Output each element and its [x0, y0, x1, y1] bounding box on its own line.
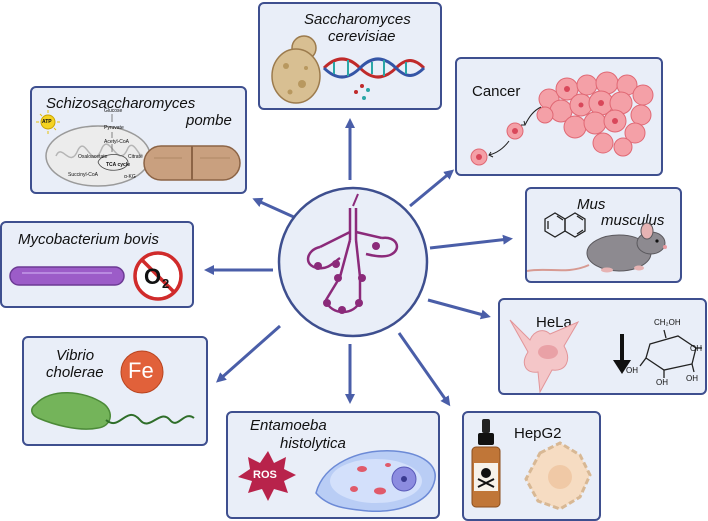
toxin-bottle-icon — [471, 419, 501, 508]
schizo-title-line2: pombe — [186, 112, 232, 129]
tca-akg: α-KG — [124, 174, 136, 180]
tca-oxaloacetate: Oxaloacetate — [78, 154, 108, 160]
dna-helix-icon — [322, 57, 426, 100]
vibrio-illustration — [31, 350, 195, 430]
cancer-cells-illustration — [470, 71, 654, 166]
myco-title: Mycobacterium bovis — [18, 231, 159, 248]
tca-cycle: TCA cycle — [106, 162, 130, 168]
saccharomyces-title-line1: Saccharomyces — [304, 11, 411, 28]
vibrio-title-line2: cholerae — [46, 364, 104, 381]
hepg2-illustration — [471, 419, 592, 511]
mus-title-line1: Mus — [577, 196, 606, 213]
o2-symbol: O — [144, 264, 162, 289]
panel-cancer: Cancer — [455, 57, 663, 176]
tca-succinyl: Succinyl-CoA — [68, 172, 99, 178]
arrow-to-vibrio — [216, 324, 281, 383]
panel-hela: HeLa CH₂OH OH OH OH OH — [498, 298, 707, 395]
vibrio-bacterium-icon — [31, 392, 111, 430]
hela-title: HeLa — [536, 314, 572, 331]
panel-vibrio: Vibrio cholerae Fe — [22, 336, 208, 446]
glucose-oh-4: OH — [690, 344, 702, 353]
panel-saccharomyces: Saccharomyces cerevisiae — [258, 2, 442, 110]
entamoeba-illustration — [238, 450, 436, 512]
tca-acetyl: Acetyl-CoA — [104, 139, 130, 145]
panel-myco: Mycobacterium bovis O 2 — [0, 221, 194, 308]
tca-citrate: Citrate — [128, 154, 143, 160]
atp-label: ATP — [42, 119, 52, 125]
yeast-cell — [271, 48, 321, 104]
ros-starburst-icon — [238, 451, 296, 501]
arrow-to-mus — [429, 234, 513, 250]
iron-icon — [120, 350, 164, 394]
o2-subscript: 2 — [162, 276, 170, 291]
yeast-illustration — [271, 35, 321, 104]
hepg2-title: HepG2 — [514, 425, 562, 442]
glucose-oh-2: OH — [656, 378, 668, 387]
arrow-to-hepg2 — [397, 332, 451, 407]
bacillus-icon — [9, 266, 125, 286]
arrow-to-hela — [427, 298, 491, 320]
entamoeba-title-line2: histolytica — [280, 435, 346, 452]
saccharomyces-title-line2: cerevisiae — [328, 28, 396, 45]
atp-sun-icon — [40, 114, 56, 130]
myco-illustration — [9, 251, 183, 301]
trna-nodes — [314, 242, 380, 314]
entamoeba-title-line1: Entamoeba — [250, 417, 327, 434]
ros-label: ROS — [253, 469, 277, 481]
mitochondrion-tca-illustration — [36, 110, 151, 187]
naphthalene-icon — [544, 212, 586, 238]
panel-schizo: Schizosaccharomyces pombe ATP Glucose Py… — [30, 86, 247, 194]
center-circle — [277, 186, 429, 338]
glucose-oh-1: OH — [626, 366, 638, 375]
glucose-oh-3: OH — [686, 374, 698, 383]
arrow-to-cancer — [409, 169, 455, 208]
mouse-icon — [527, 222, 667, 273]
iron-label: Fe — [128, 358, 154, 383]
schizo-title-line1: Schizosaccharomyces — [46, 95, 196, 112]
tca-glucose: Glucose — [104, 108, 123, 114]
tca-pyruvate: Pyruvate — [104, 125, 124, 131]
naphthalene-mouse-illustration — [527, 212, 667, 273]
glucose-ring — [639, 329, 702, 378]
glucose-ch2oh: CH₂OH — [654, 318, 681, 327]
vibrio-title-line1: Vibrio — [56, 347, 95, 364]
cancer-title: Cancer — [472, 83, 521, 100]
panel-mus: Mus musculus — [525, 187, 682, 283]
panel-hepg2: HepG2 — [462, 411, 601, 521]
hela-cell-illustration — [509, 319, 702, 393]
arrow-to-schizo — [252, 197, 297, 220]
panel-entamoeba: Entamoeba histolytica ROS — [226, 411, 440, 519]
fission-yeast-illustration — [143, 145, 241, 181]
